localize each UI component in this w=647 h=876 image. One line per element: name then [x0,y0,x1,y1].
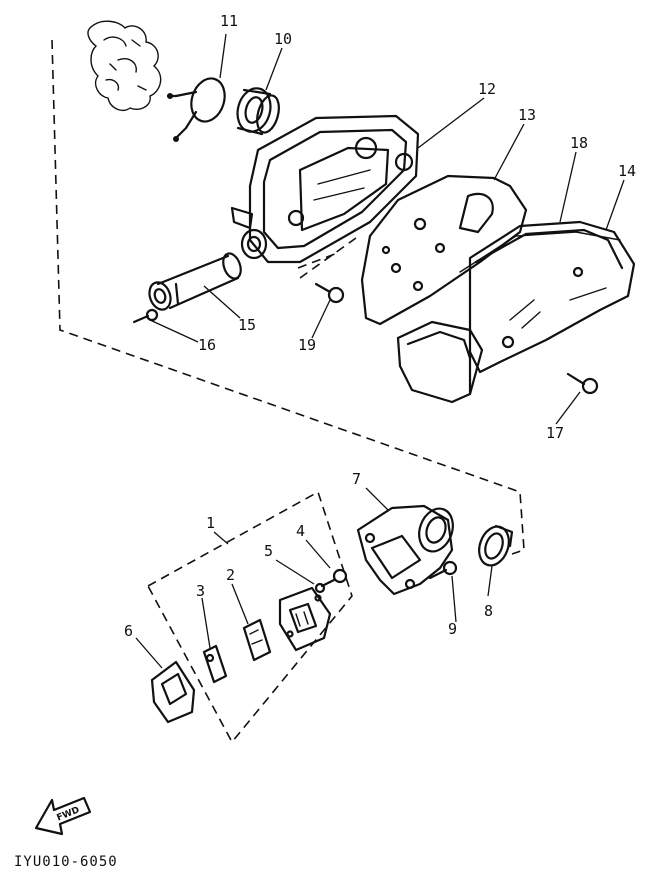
washer-5 [314,582,326,594]
clamp-ring-11 [166,77,226,142]
callout-12: 12 [478,80,496,98]
callout-4: 4 [296,522,305,540]
carb-joint-7 [356,504,454,596]
dashed-group-lines [51,39,525,744]
joint-band-10 [236,87,280,136]
callout-15: 15 [238,316,256,334]
reed-2 [242,618,272,662]
callout-8: 8 [484,602,493,620]
callout-labels: 11 10 12 13 18 14 15 16 19 17 7 8 9 4 5 … [124,12,636,640]
reed-valve-body [278,586,332,652]
callout-2: 2 [226,566,235,584]
stopper-3 [202,644,228,684]
callout-11: 11 [220,12,238,30]
callout-18: 18 [570,134,588,152]
element-plate-13 [360,174,528,326]
fwd-arrow-icon: FWD [34,796,92,836]
screw-4 [320,568,348,588]
leader-lines [135,33,625,669]
hose-clamp-8 [478,524,514,567]
callout-13: 13 [518,106,536,124]
callout-7: 7 [352,470,361,488]
case-cover-14 [396,220,636,404]
figure-code: IYU010-6050 [14,854,118,870]
gasket-6 [150,660,196,724]
callout-10: 10 [274,30,292,48]
screw-16 [132,308,159,324]
callout-16: 16 [198,336,216,354]
callout-5: 5 [264,542,273,560]
bolt-9 [428,560,458,580]
callout-9: 9 [448,620,457,638]
screw-17 [566,372,599,395]
callout-3: 3 [196,582,205,600]
callout-6: 6 [124,622,133,640]
filter-case-12 [230,114,420,264]
screw-19 [314,282,345,304]
callout-1: 1 [206,514,215,532]
callout-14: 14 [618,162,636,180]
duct-tube-15 [148,252,242,311]
callout-17: 17 [546,424,564,442]
engine-outline [87,20,162,112]
callout-19: 19 [298,336,316,354]
